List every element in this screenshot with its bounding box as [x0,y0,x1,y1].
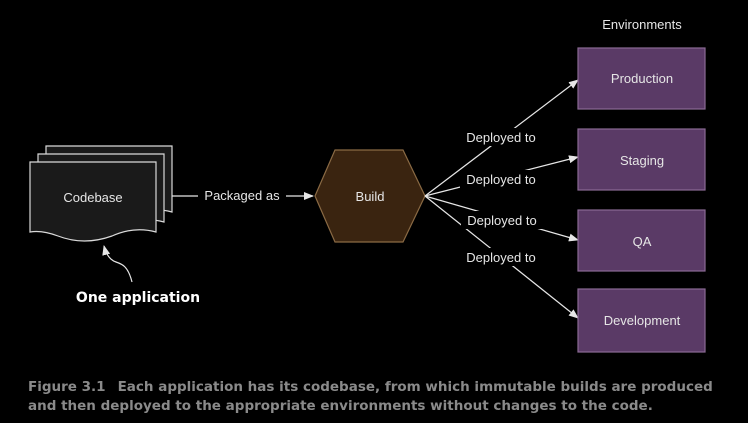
build-node: Build [314,149,426,243]
env-staging: Staging [577,128,706,191]
env-production: Production [577,47,706,110]
one-application-callout: One application [76,290,200,306]
environments-heading: Environments [602,17,682,32]
build-hexagon [314,149,426,243]
env-staging-label: Staging [620,153,664,168]
callout-arrow [102,245,133,283]
codebase-label: Codebase [63,190,122,205]
env-qa: QA [577,209,706,272]
figure-number: Figure 3.1 [28,379,106,395]
deployment-diagram: Environments Codebase One application Pa… [29,17,706,353]
deploy-label-staging: Deployed to [466,172,535,187]
deploy-label-qa-group: Deployed to [461,211,543,229]
env-development: Development [577,288,706,353]
env-qa-label: QA [633,234,652,249]
build-label: Build [356,189,385,204]
deploy-label-staging-group: Deployed to [460,170,542,188]
codebase-stack: Codebase [29,145,173,242]
deploy-label-production-group: Deployed to [460,128,542,146]
caption-text: Each application has its codebase, from … [28,379,713,414]
deploy-label-qa: Deployed to [467,213,536,228]
env-production-label: Production [611,71,673,86]
deploy-label-development: Deployed to [466,250,535,265]
deploy-label-production: Deployed to [466,130,535,145]
env-development-label: Development [604,313,681,328]
packaged-as-label: Packaged as [204,188,280,203]
deploy-label-development-group: Deployed to [460,248,542,266]
codebase-page-front [29,161,157,242]
